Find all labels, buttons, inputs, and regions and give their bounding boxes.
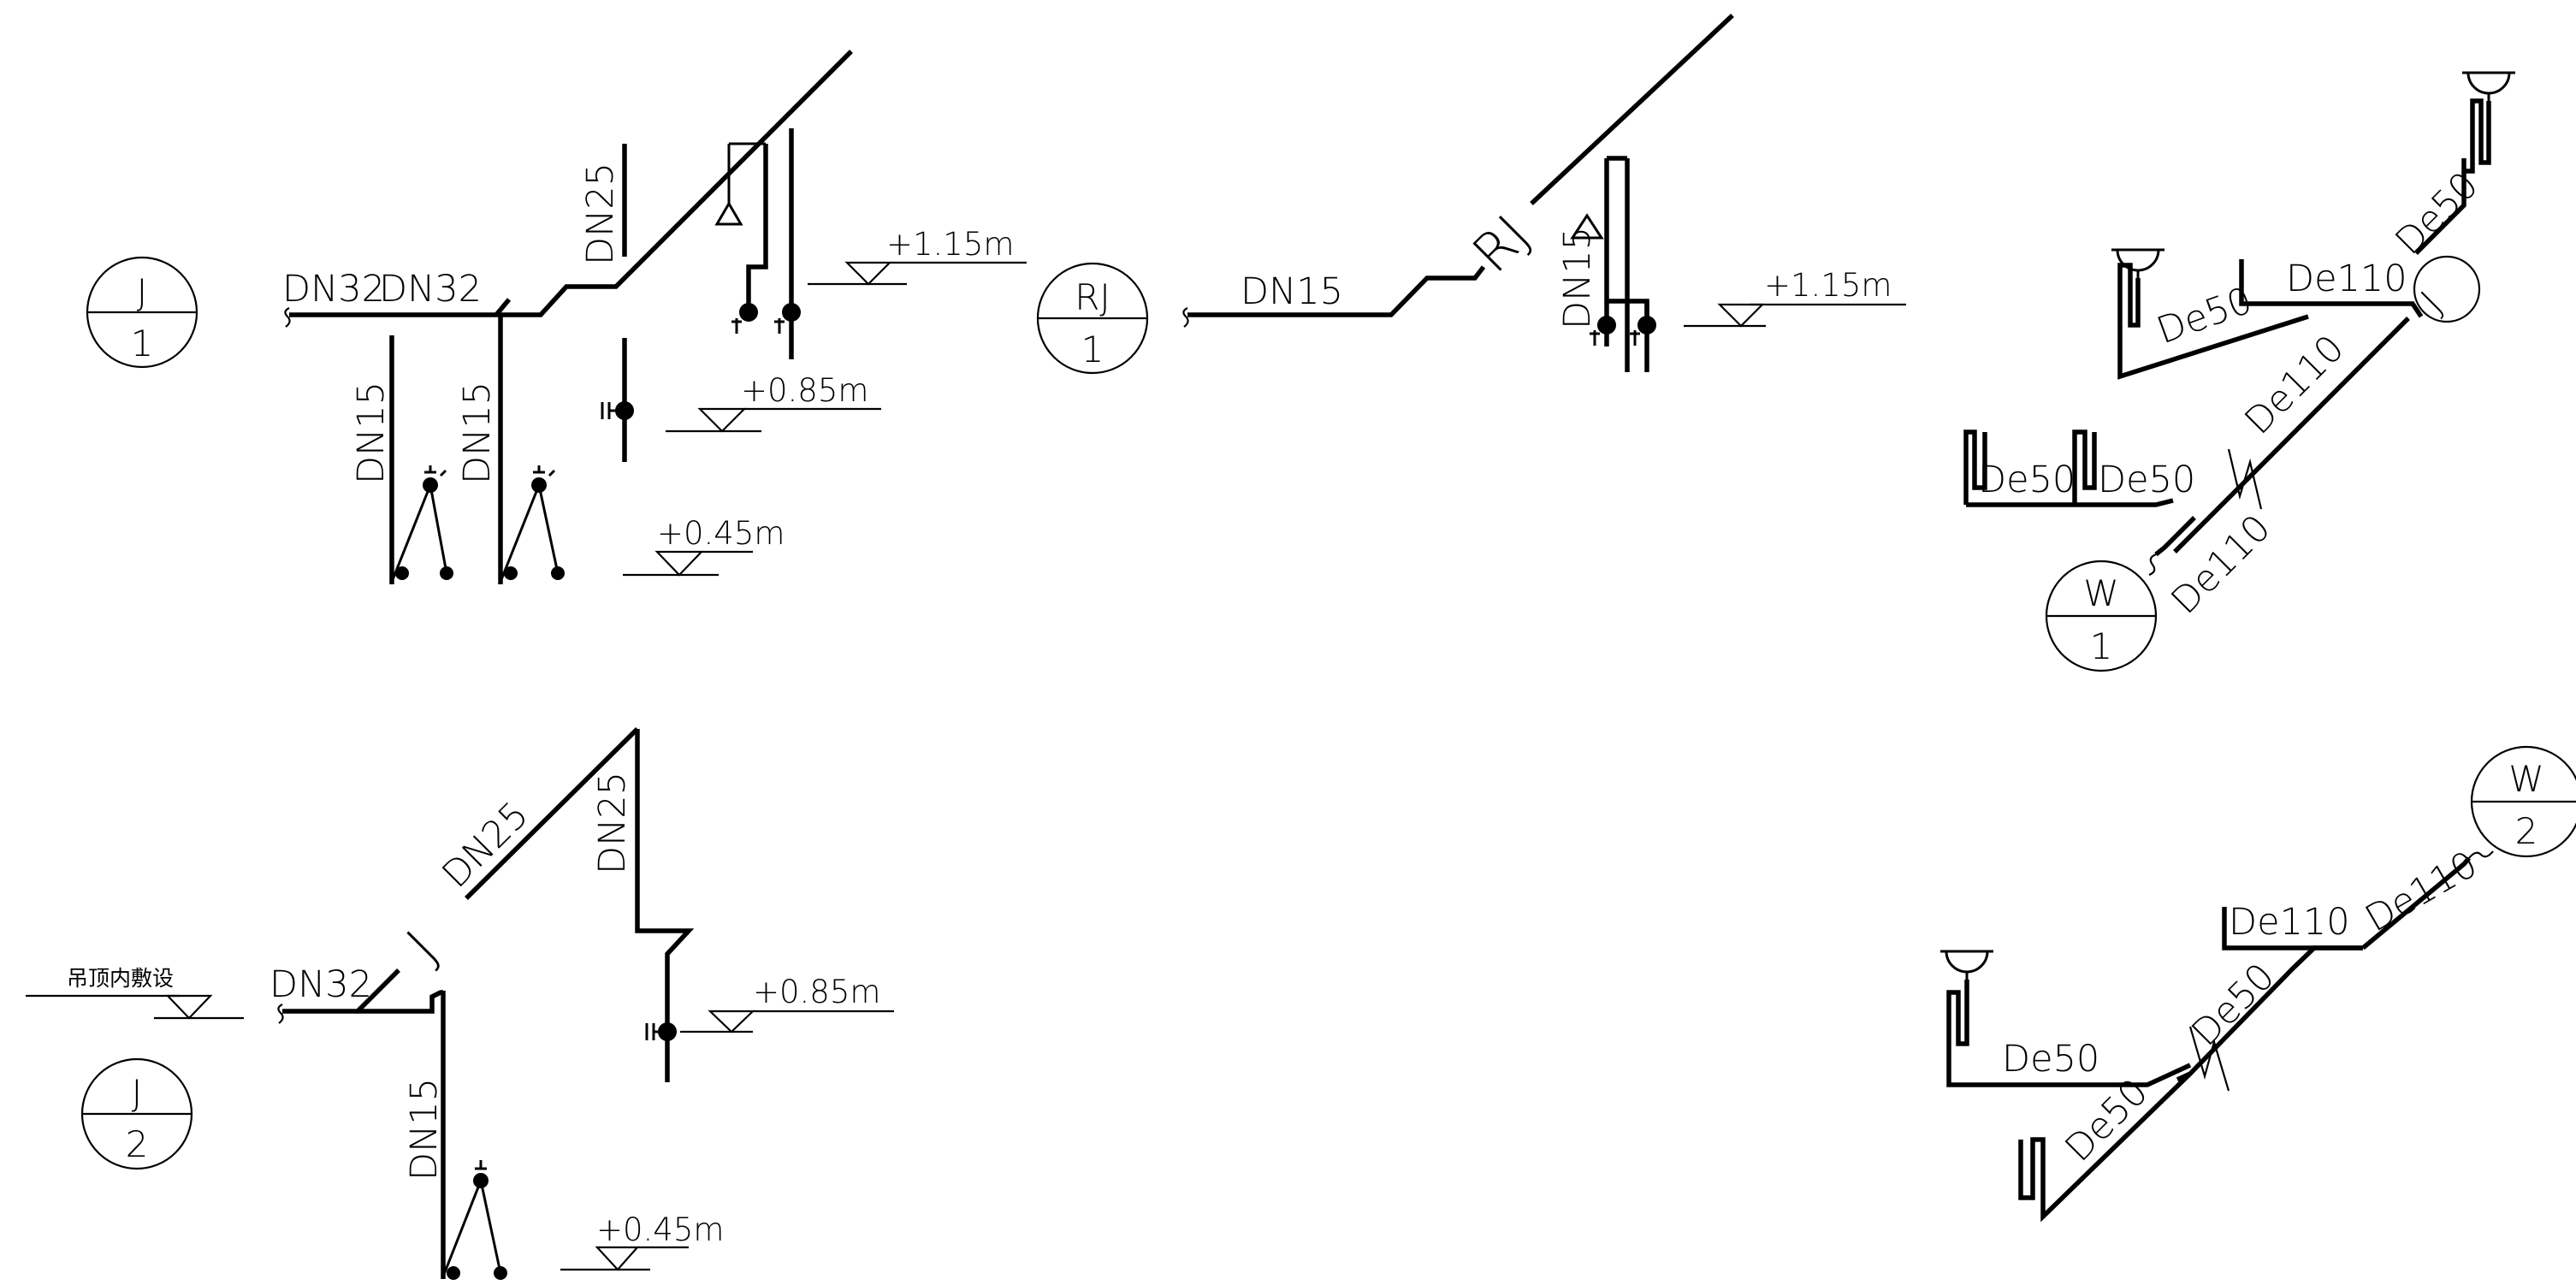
rj1-diagram: RJ 1 DN15 RJ DN15 +1.15m xyxy=(1036,13,1906,375)
w1-label-de110-low: De110 xyxy=(2163,506,2279,623)
j2-elev-045-text: +0.45m xyxy=(596,1211,724,1248)
j1-main-pipe xyxy=(289,50,853,317)
floor-drain-icon xyxy=(1940,950,1993,980)
w1-trap-a xyxy=(1963,429,1987,505)
w2-ww-symbol xyxy=(2188,1026,2230,1092)
rj1-index-top: RJ xyxy=(1075,276,1110,318)
j2-diag-pipe xyxy=(465,727,639,900)
w1-outlet xyxy=(2154,516,2196,557)
j2-index-circle: J 2 xyxy=(80,1057,193,1170)
w2-index-top: W xyxy=(2508,758,2544,800)
rj1-mixer-valves xyxy=(1590,316,1656,346)
j1-elevation-045: +0.45m xyxy=(623,515,785,577)
j1-valve-085 xyxy=(601,401,634,420)
j2-label-j: J xyxy=(394,919,450,974)
j2-dn15-branch xyxy=(358,990,446,1279)
shower-head-icon xyxy=(1570,213,1604,240)
j2-label-dn32: DN32 xyxy=(269,963,372,1006)
j2-label-dn15: DN15 xyxy=(403,1078,446,1181)
rj1-label-dn15-v: DN15 xyxy=(1556,227,1599,329)
j1-label-dn25: DN25 xyxy=(579,163,622,265)
w1-trap-b xyxy=(2072,429,2097,505)
j1-shower-branch xyxy=(746,144,768,312)
w1-index-top: W xyxy=(2083,572,2119,614)
w2-lower-trap xyxy=(2018,1072,2192,1223)
j1-elev-115-text: +1.15m xyxy=(886,226,1014,263)
w2-break-symbol xyxy=(2468,850,2494,859)
w1-index-circle: W 1 xyxy=(2045,560,2158,672)
j1-elevation-115: +1.15m xyxy=(808,226,1027,286)
w2-de110-diag xyxy=(2361,856,2472,950)
j2-index-top: J xyxy=(132,1072,142,1114)
j2-elevation-085: +0.85m xyxy=(680,974,894,1033)
rj1-label-rj: RJ xyxy=(1460,204,1542,285)
j2-elev-085-text: +0.85m xyxy=(753,974,880,1010)
w1-break-symbol xyxy=(2148,553,2157,577)
w1-label-de50-top: De50 xyxy=(2387,164,2486,264)
floor-drain-icon xyxy=(2462,71,2515,101)
j1-label-dn32-a: DN32 xyxy=(282,268,385,311)
j1-mixer-valves xyxy=(731,303,801,334)
rj1-break-symbol xyxy=(1182,307,1189,328)
j1-index-top: J xyxy=(137,271,147,313)
rj1-upper-pipe xyxy=(1530,13,1734,206)
j1-label-dn15-b: DN15 xyxy=(456,382,499,484)
rj1-index-bottom: 1 xyxy=(1081,329,1104,370)
w1-de110-horizontal xyxy=(2239,259,2424,318)
j2-ceiling-note: 吊顶内敷设 xyxy=(26,966,244,1020)
w2-trap-pipe xyxy=(1946,980,2192,1087)
w1-lower-horizontal xyxy=(1966,498,2174,507)
w1-label-de50-left: De50 xyxy=(2152,279,2259,352)
w1-upper-trap-pipe xyxy=(2461,98,2491,174)
w2-index-circle: W 2 xyxy=(2470,745,2576,858)
floor-drain-icon xyxy=(2111,248,2164,278)
rj1-index-circle: RJ 1 xyxy=(1036,262,1149,375)
j2-toilet-fixture xyxy=(441,1160,507,1280)
rj1-main-pipe xyxy=(1187,265,1486,317)
j2-label-dn25-v: DN25 xyxy=(591,772,634,874)
w1-ww-symbol xyxy=(2227,448,2263,510)
j2-ceiling-text: 吊顶内敷设 xyxy=(67,966,174,991)
w1-index-bottom: 1 xyxy=(2090,625,2113,667)
shower-head-icon xyxy=(714,142,766,226)
j1-diagram: J 1 DN32 DN32 DN25 xyxy=(86,50,1027,584)
j1-index-bottom: 1 xyxy=(131,323,154,364)
j1-elev-045-text: +0.45m xyxy=(657,515,785,552)
j1-label-dn15-a: DN15 xyxy=(350,382,393,484)
w2-label-de50-diag: De50 xyxy=(2183,956,2283,1055)
w1-upper-main xyxy=(2414,171,2466,255)
rj1-elevation-115: +1.15m xyxy=(1684,267,1906,328)
w1-label-de50-a: De50 xyxy=(1978,459,2076,501)
w1-left-trap-pipe xyxy=(2117,263,2309,380)
j2-elevation-045: +0.45m xyxy=(560,1211,724,1271)
j2-index-bottom: 2 xyxy=(126,1123,149,1165)
j1-break-symbol xyxy=(284,307,291,328)
j1-reducer-tick xyxy=(494,298,512,317)
j1-toilet-fixture-b xyxy=(499,465,565,583)
w2-label-de110-h: De110 xyxy=(2229,901,2350,944)
j1-elevation-085: +0.85m xyxy=(666,372,881,433)
w1-j-circle: J xyxy=(2413,255,2481,323)
j2-valve-085 xyxy=(645,1022,677,1041)
j1-elev-085-text: +0.85m xyxy=(741,372,868,409)
rj1-label-dn15-h: DN15 xyxy=(1241,270,1343,313)
j2-break-symbol xyxy=(277,1004,284,1024)
j2-riser xyxy=(635,729,695,1082)
w2-label-de110-diag: De110 xyxy=(2359,843,2485,940)
j1-index-circle: J 1 xyxy=(86,256,198,369)
j1-label-dn32-b: DN32 xyxy=(379,268,482,311)
w1-diagram: W 1 De50 De110 J De50 De110 xyxy=(1963,71,2515,672)
w2-label-de50-h: De50 xyxy=(2002,1038,2099,1081)
w1-label-de110-diag: De110 xyxy=(2236,327,2353,443)
w1-de110-diagonal xyxy=(2173,317,2410,554)
j2-diagram: J 2 吊顶内敷设 DN32 J DN25 DN25 +0.85m xyxy=(26,727,894,1280)
w1-label-de50-b: De50 xyxy=(2098,459,2195,501)
w1-label-de110-h: De110 xyxy=(2286,258,2407,300)
rj1-elev-115-text: +1.15m xyxy=(1764,267,1892,304)
w2-index-bottom: 2 xyxy=(2515,810,2538,852)
j1-toilet-fixture-a xyxy=(390,465,453,583)
